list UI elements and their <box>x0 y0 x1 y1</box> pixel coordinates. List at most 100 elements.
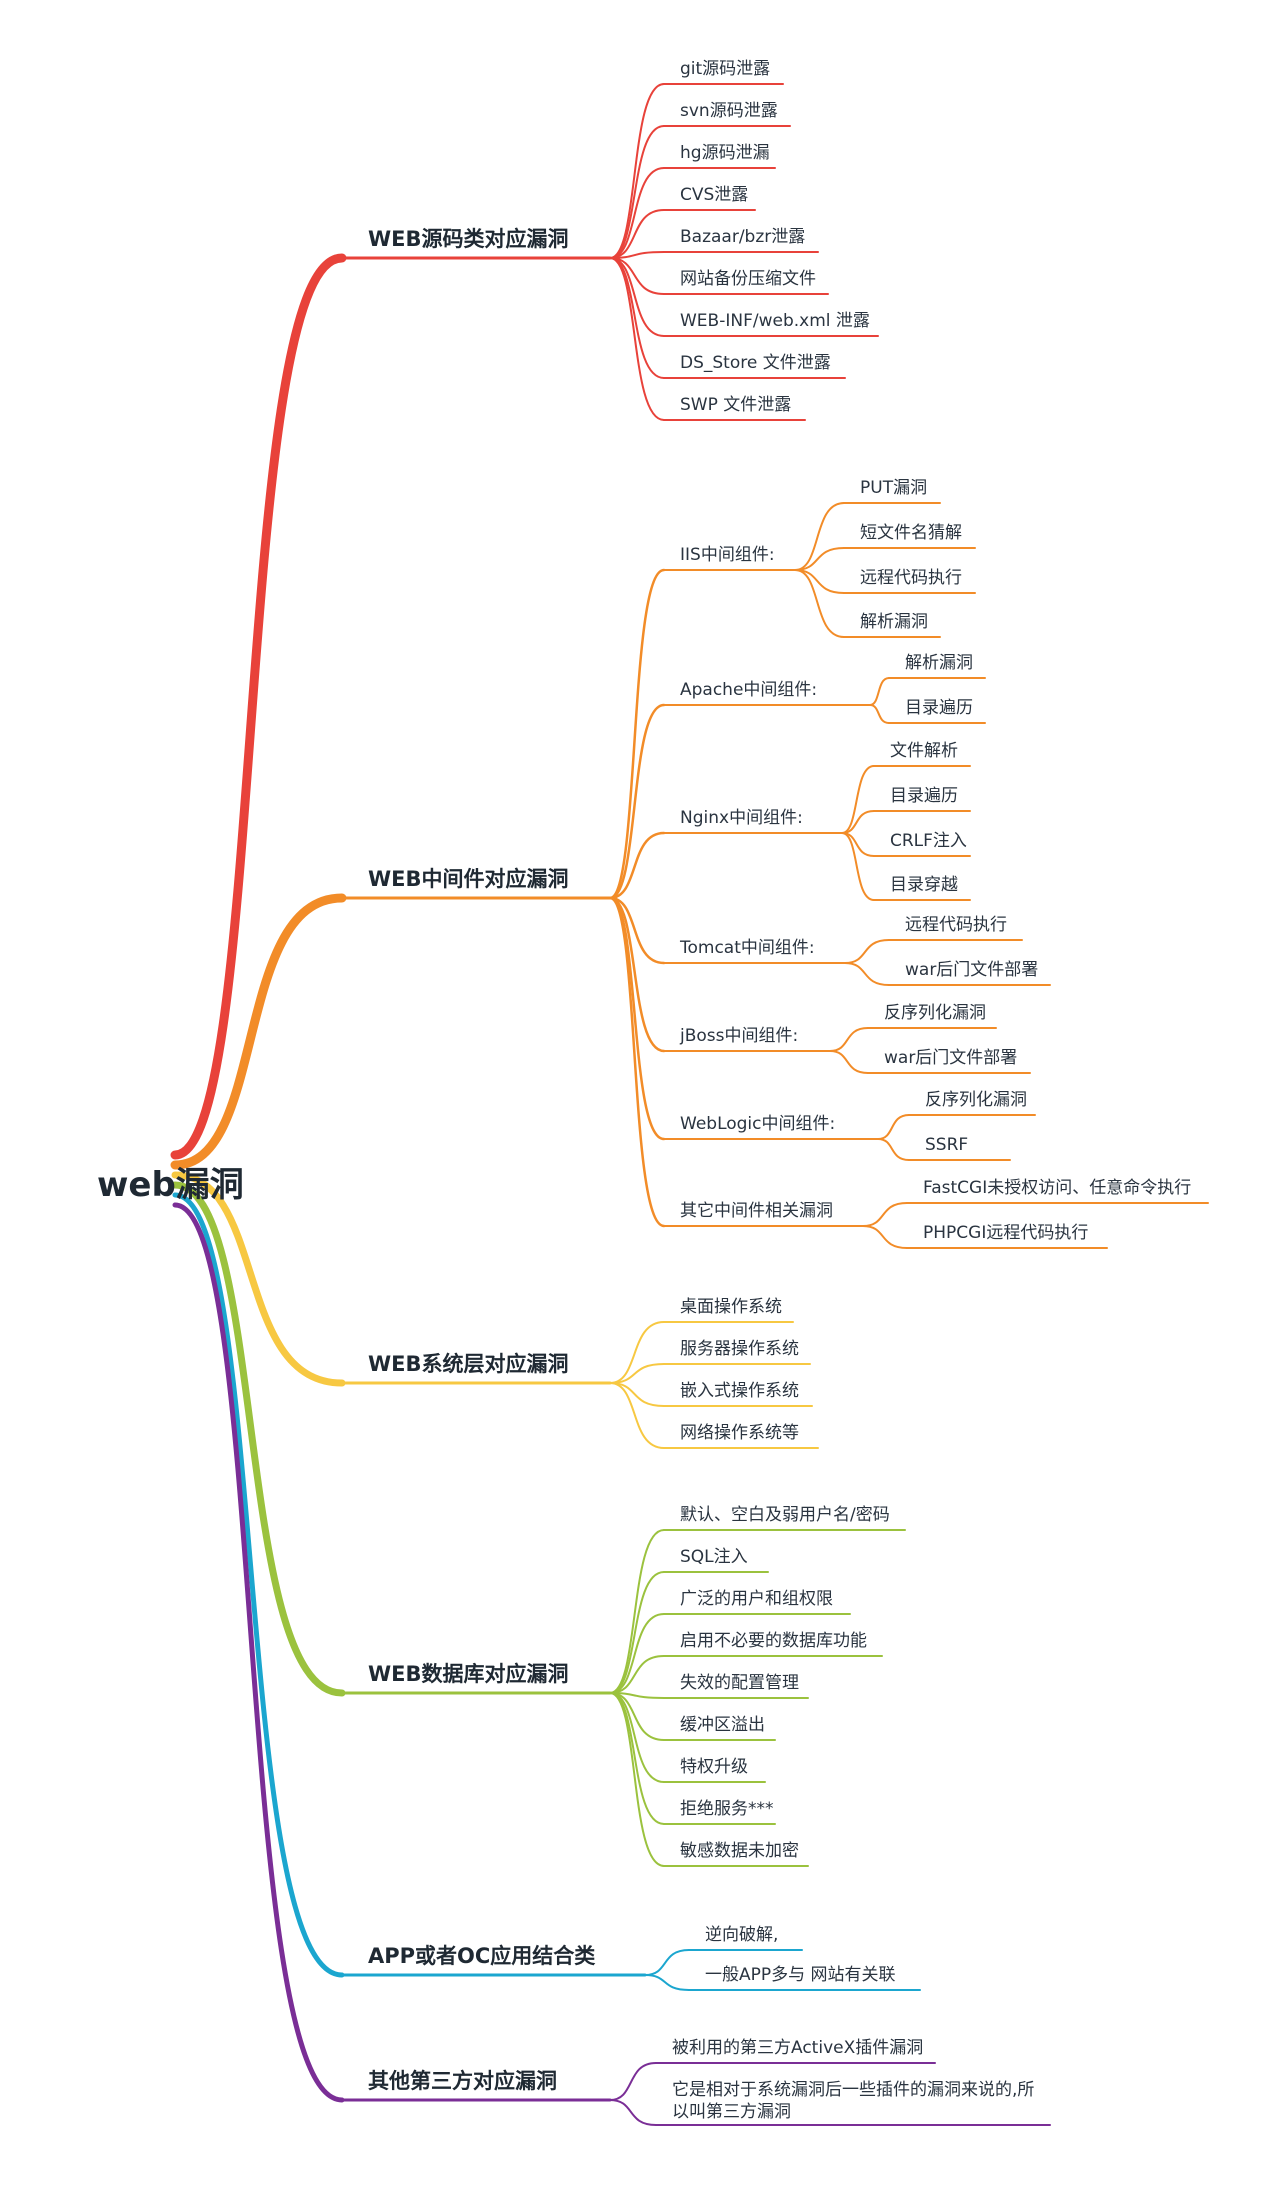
leaf-label: 反序列化漏洞 <box>884 1003 986 1023</box>
subbranch-label: jBoss中间组件: <box>679 1026 798 1046</box>
leaf-label: 目录遍历 <box>890 786 958 806</box>
leaf-label: 桌面操作系统 <box>680 1297 782 1317</box>
leaf-connector <box>844 962 890 986</box>
leaf-connector <box>829 1027 869 1052</box>
leaf-label: war后门文件部署 <box>884 1048 1017 1068</box>
leaf-label: git源码泄露 <box>680 59 770 79</box>
leaf-connector <box>609 257 665 421</box>
leaf-label: war后门文件部署 <box>905 960 1038 980</box>
leaf-label: PUT漏洞 <box>860 478 927 498</box>
branch-connector-1 <box>170 893 347 1170</box>
leaf-connector <box>609 1363 665 1384</box>
leaf-label: 目录遍历 <box>905 698 973 718</box>
subbranch-label: Apache中间组件: <box>680 680 817 700</box>
leaf-label: 短文件名猜解 <box>860 523 962 543</box>
subbranch-label: IIS中间组件: <box>680 545 775 565</box>
leaf-connector <box>609 2062 657 2101</box>
subbranch-label: Tomcat中间组件: <box>679 938 815 958</box>
connector-lines <box>170 83 910 2126</box>
leaf-connector <box>794 569 845 638</box>
leaf-label: WEB-INF/web.xml 泄露 <box>680 311 870 331</box>
leaf-label: 一般APP多与 网站有关联 <box>705 1965 896 1985</box>
leaf-label: 网络操作系统等 <box>680 1423 799 1443</box>
leaf-connector <box>609 257 665 295</box>
leaf-label: 它是相对于系统漏洞后一些插件的漏洞来说的,所以叫第三方漏洞 <box>672 2080 1034 2122</box>
branch-label: WEB数据库对应漏洞 <box>368 1662 569 1686</box>
leaf-label: 逆向破解, <box>705 1925 778 1945</box>
leaf-label: 被利用的第三方ActiveX插件漏洞 <box>672 2038 923 2058</box>
subbranch-connector <box>608 896 666 1228</box>
leaf-connector <box>609 1571 665 1694</box>
leaf-connector <box>644 1949 690 1976</box>
leaf-connector <box>841 765 875 834</box>
leaf-label: FastCGI未授权访问、任意命令执行 <box>923 1178 1191 1198</box>
leaf-connector <box>844 939 890 964</box>
subbranch-connector <box>608 896 666 965</box>
leaf-label: 缓冲区溢出 <box>680 1715 765 1735</box>
leaf-label: svn源码泄露 <box>680 101 778 121</box>
leaf-label: 解析漏洞 <box>860 612 928 632</box>
branch-connector-3 <box>171 1181 346 1697</box>
leaf-label: 敏感数据未加密 <box>680 1841 799 1861</box>
subbranch-connector <box>608 831 666 900</box>
leaf-connector <box>609 1382 665 1407</box>
subbranch-connector <box>608 568 666 900</box>
leaf-connector <box>841 832 875 901</box>
leaf-connector <box>794 569 845 594</box>
leaf-label: SSRF <box>925 1135 968 1155</box>
leaf-label: 文件解析 <box>890 741 958 761</box>
leaf-connector <box>862 1202 908 1227</box>
leaf-connector <box>609 1529 665 1694</box>
leaf-label: 反序列化漏洞 <box>925 1090 1027 1110</box>
leaf-label: Bazaar/bzr泄露 <box>680 227 805 247</box>
leaf-label: 默认、空白及弱用户名/密码 <box>680 1505 890 1525</box>
leaf-label: 远程代码执行 <box>860 568 962 588</box>
leaf-connector <box>829 1050 869 1074</box>
leaf-connector <box>609 125 665 259</box>
branch-label: WEB中间件对应漏洞 <box>368 867 569 891</box>
leaf-label: 目录穿越 <box>890 875 958 895</box>
leaf-label-line: 以叫第三方漏洞 <box>672 2102 791 2122</box>
leaf-connector <box>869 677 890 706</box>
branch-label: APP或者OC应用结合类 <box>368 1944 596 1968</box>
branch-connector-5 <box>172 1202 345 2103</box>
subbranch-connector <box>608 896 666 1053</box>
leaf-label: 特权升级 <box>680 1757 748 1777</box>
leaf-label: 启用不必要的数据库功能 <box>680 1631 867 1651</box>
leaf-label: PHPCGI远程代码执行 <box>923 1223 1088 1243</box>
leaf-connector <box>794 502 845 571</box>
leaf-label: 广泛的用户和组权限 <box>680 1589 833 1609</box>
node-underlines <box>340 83 1209 2126</box>
branch-connector-4 <box>172 1192 345 1978</box>
leaf-label: 失效的配置管理 <box>680 1673 799 1693</box>
leaf-connector <box>609 1382 665 1449</box>
subbranch-label: Nginx中间组件: <box>680 808 803 828</box>
branch-connector-0 <box>170 253 347 1160</box>
leaf-connector <box>794 547 845 571</box>
leaf-label: SWP 文件泄露 <box>680 395 791 415</box>
leaf-connector <box>609 1692 665 1825</box>
subbranch-connector <box>608 703 666 900</box>
leaf-connector <box>609 167 665 259</box>
root-node-label: web漏洞 <box>97 1165 244 1205</box>
leaf-connector <box>609 1613 665 1694</box>
leaf-label: 网站备份压缩文件 <box>680 269 816 289</box>
leaf-label: hg源码泄漏 <box>680 143 770 163</box>
leaf-connector <box>869 704 890 724</box>
leaf-connector <box>609 257 665 379</box>
leaf-connector <box>609 2099 657 2126</box>
leaf-label-line: 它是相对于系统漏洞后一些插件的漏洞来说的,所 <box>672 2080 1034 2100</box>
leaf-connector <box>609 1692 665 1867</box>
leaf-label: DS_Store 文件泄露 <box>680 353 831 373</box>
leaf-label: 解析漏洞 <box>905 653 973 673</box>
leaf-connector <box>862 1225 908 1249</box>
leaf-label: 远程代码执行 <box>905 915 1007 935</box>
leaf-label: 拒绝服务*** <box>680 1799 774 1819</box>
leaf-label: 嵌入式操作系统 <box>680 1381 799 1401</box>
leaf-connector <box>877 1138 910 1161</box>
subbranch-label: 其它中间件相关漏洞 <box>680 1201 833 1221</box>
branch-label: 其他第三方对应漏洞 <box>368 2069 557 2093</box>
leaf-label: CRLF注入 <box>890 831 967 851</box>
leaf-label: SQL注入 <box>680 1547 748 1567</box>
